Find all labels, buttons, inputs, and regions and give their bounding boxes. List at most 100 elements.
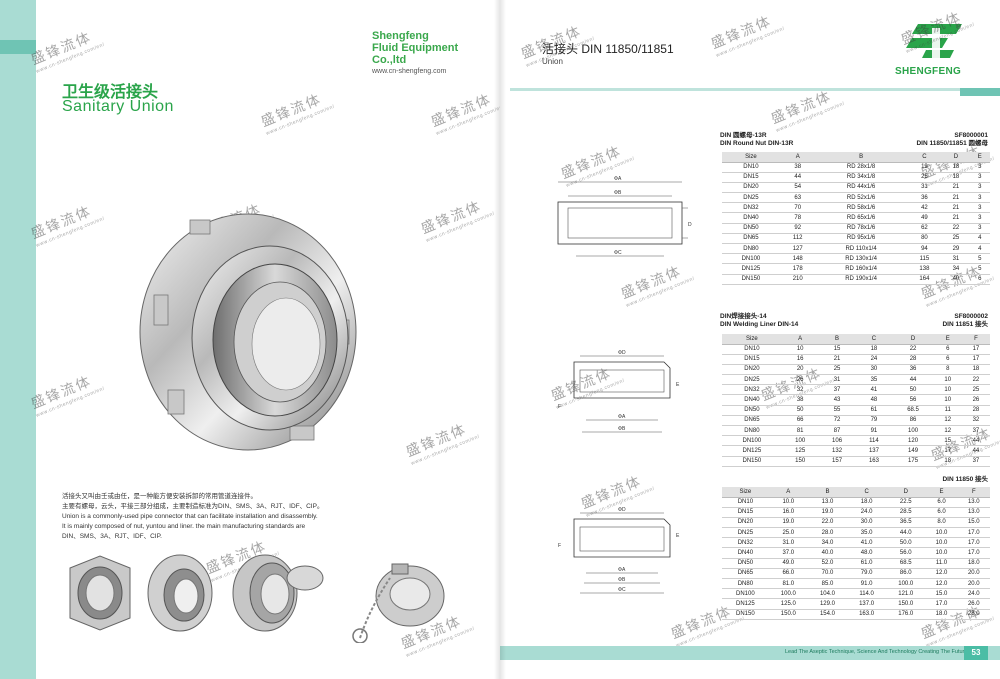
table-cell: 3 xyxy=(969,223,990,234)
right-page-title: 活接头 DIN 11850/11851 xyxy=(542,42,674,56)
column-header: D xyxy=(892,334,934,345)
thumb-hex-union xyxy=(69,555,131,631)
table-cell: DN50 xyxy=(722,223,780,234)
table-cell: 125.0 xyxy=(768,598,808,610)
table-cell: 16.0 xyxy=(768,507,808,518)
table-cell: 44 xyxy=(961,435,990,447)
table-cell: 5 xyxy=(969,263,990,275)
table-cell: 3 xyxy=(969,162,990,173)
table-cell: 44.0 xyxy=(886,527,926,539)
table-cell: 15 xyxy=(933,435,962,447)
table-cell: 21 xyxy=(942,202,970,214)
table-cell: 22.5 xyxy=(886,497,926,508)
table-cell: 68.5 xyxy=(892,405,934,416)
table-cell: 100.0 xyxy=(768,588,808,600)
page-title-cn: 卫生级活接头 xyxy=(62,84,159,101)
table-cell: 28 xyxy=(892,354,934,365)
table-cell: 37 xyxy=(961,456,990,467)
section-1-standard: DIN 11850/11851 圆螺母 xyxy=(916,140,988,147)
table-cell: 35.0 xyxy=(847,527,887,539)
section-1-heading: DIN 圆螺母-13R DIN Round Nut DIN-13R xyxy=(720,132,793,148)
table-cell: 21 xyxy=(942,192,970,204)
table-cell: 10 xyxy=(933,384,962,396)
table-cell: 4 xyxy=(969,233,990,245)
table-cell: 22 xyxy=(961,374,990,386)
table-cell: 15 xyxy=(818,344,856,355)
dim-label: ΦB xyxy=(618,577,626,583)
dim-label: ΦB xyxy=(614,190,622,196)
table-cell: DN65 xyxy=(722,233,780,245)
table-cell: DN80 xyxy=(722,578,769,590)
left-teal-accent xyxy=(0,40,36,54)
dim-label: ΦC xyxy=(614,250,622,256)
table-cell: 154.0 xyxy=(807,609,848,620)
table-cell: 157 xyxy=(818,456,856,467)
table-cell: 18 xyxy=(933,456,962,467)
table-cell: 91.0 xyxy=(847,578,887,590)
table-cell: 48 xyxy=(855,394,893,406)
table-cell: 6 xyxy=(933,354,962,365)
column-header: C xyxy=(847,487,887,498)
table-cell: 178 xyxy=(779,263,816,275)
column-header: Size xyxy=(722,152,780,163)
table-cell: 137 xyxy=(855,445,893,457)
brand-url: www.cn-shengfeng.com xyxy=(372,68,447,75)
table-cell: 18 xyxy=(942,162,970,173)
table-cell: 138 xyxy=(906,263,943,275)
table-cell: DN32 xyxy=(722,202,780,214)
table-cell: DN150 xyxy=(722,274,780,285)
table-cell: 5 xyxy=(969,253,990,265)
column-header: B xyxy=(818,334,856,345)
table-cell: 18 xyxy=(961,364,990,376)
table-cell: 44 xyxy=(961,445,990,457)
table-cell: 3 xyxy=(969,192,990,204)
table-cell: 17 xyxy=(933,445,962,457)
dim-label: ΦD xyxy=(618,507,626,513)
column-header: E xyxy=(925,487,958,498)
dim-label: D xyxy=(688,222,692,228)
table-cell: 31.0 xyxy=(768,537,808,549)
table-cell: DN20 xyxy=(722,182,780,194)
din11850-liner-drawing: ΦD E F ΦA ΦB ΦC xyxy=(558,507,680,594)
table-cell: 21 xyxy=(818,354,856,365)
table-cell: 15.0 xyxy=(957,517,990,529)
table-cell: 175 xyxy=(892,456,934,467)
table-cell: 25 xyxy=(942,233,970,245)
table-cell: RD 95x1/6 xyxy=(815,233,907,245)
table-cell: DN65 xyxy=(722,415,782,427)
page-title-en: Sanitary Union xyxy=(62,98,174,115)
column-header: Size xyxy=(722,334,782,345)
table-cell: 13.0 xyxy=(957,497,990,508)
table-cell: 21 xyxy=(942,182,970,194)
table-cell: 61 xyxy=(855,405,893,416)
table-cell: 31 xyxy=(906,182,943,194)
desc-en-3: DIN、SMS、3A、RJT、IDF、CIP. xyxy=(62,533,162,540)
table-cell: 35 xyxy=(855,374,893,386)
table-cell: 3 xyxy=(969,212,990,224)
table-cell: 100 xyxy=(892,425,934,437)
dim-label: E xyxy=(676,382,680,388)
column-header: C xyxy=(906,152,943,163)
table-cell: DN15 xyxy=(722,172,780,183)
table-cell: 49.0 xyxy=(768,558,808,569)
table-cell: RD 52x1/6 xyxy=(815,192,907,204)
table-cell: 12.0 xyxy=(925,568,958,580)
table-cell: 40 xyxy=(942,274,970,285)
table-cell: 19.0 xyxy=(768,517,808,529)
table-cell: RD 190x1/4 xyxy=(815,274,907,285)
table-cell: 22.0 xyxy=(807,517,848,529)
table-cell: DN100 xyxy=(722,253,780,265)
table-cell: 30 xyxy=(855,364,893,376)
